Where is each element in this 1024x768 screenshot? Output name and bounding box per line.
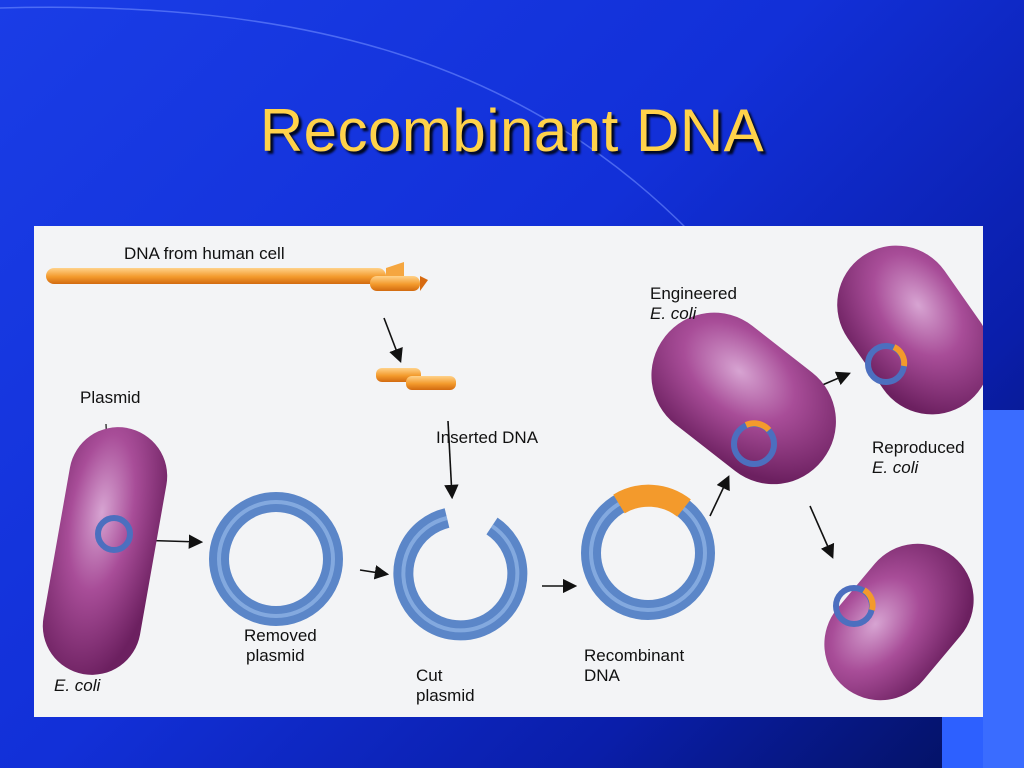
label-removed-plasmid-line1: Removed [244,626,317,645]
dna-fragment [376,368,456,390]
diagram-panel: DNA from human cell Plasmid Inserted DNA… [34,226,983,717]
label-plasmid: Plasmid [80,388,141,407]
label-cut-plasmid-line1: Cut [416,666,443,685]
arrow-to-reproduced-bottom [809,505,835,559]
cut-plasmid [393,508,528,641]
label-engineered-line1: Engineered [650,284,737,303]
reproduced-e-coli-top [837,245,983,415]
reproduced-e-coli-bottom [824,543,974,701]
label-inserted-dna: Inserted DNA [436,428,539,447]
label-reproduced-line2: E. coli [872,458,919,477]
decorative-block-light [983,410,1024,768]
label-dna-from-human-cell: DNA from human cell [124,244,285,263]
arrow-to-reproduced-top [819,371,851,387]
slide-title: Recombinant DNA [259,97,765,164]
label-recombinant-dna-line2: DNA [584,666,620,685]
arrow-plasmid-to-cut [359,565,390,580]
arrow-dna-to-fragment [383,317,403,363]
arrow-recombinant-to-engineered [709,475,730,517]
label-engineered-line2: E. coli [650,304,697,323]
diagram-graphics [42,245,983,701]
label-cut-plasmid-line2: plasmid [416,686,475,705]
label-removed-plasmid-line2: plasmid [246,646,305,665]
e-coli-cell [42,427,168,675]
label-recombinant-dna-line1: Recombinant [584,646,685,665]
human-dna-strand [46,262,428,291]
label-reproduced-line1: Reproduced [872,438,965,457]
label-e-coli: E. coli [54,676,101,695]
recombinant-plasmid [581,484,715,620]
engineered-e-coli [651,312,836,485]
removed-plasmid [209,492,343,626]
arrow-fragment-to-cut-plasmid [444,420,459,500]
